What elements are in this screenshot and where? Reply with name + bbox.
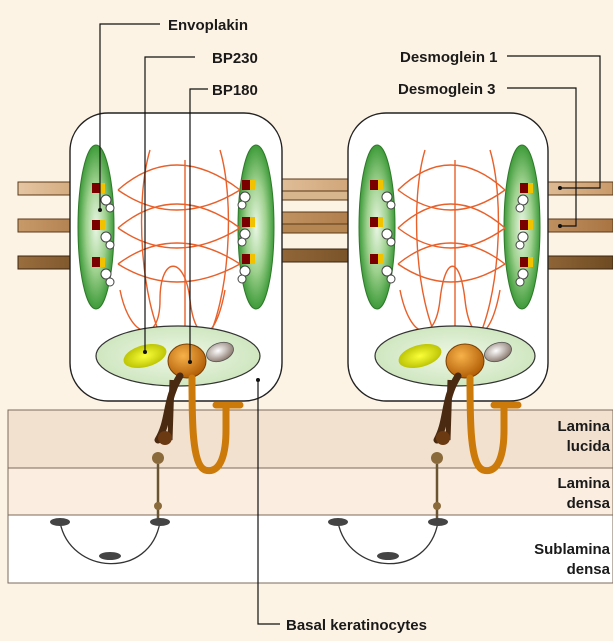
label-bp230: BP230 [212, 50, 258, 67]
label-sublamina-densa-2: densa [567, 561, 611, 578]
lamina-lucida-band [8, 410, 613, 468]
label-lamina-lucida-1: Lamina [557, 418, 610, 435]
bp180-protein [446, 344, 484, 378]
label-sublamina-densa-1: Sublamina [534, 541, 611, 558]
label-desmoglein-3: Desmoglein 3 [398, 81, 496, 98]
sublamina-densa-band [8, 515, 613, 583]
basement-membrane [8, 410, 613, 583]
label-bp180: BP180 [212, 82, 258, 99]
bp180-protein [168, 344, 206, 378]
label-envoplakin: Envoplakin [168, 17, 248, 34]
label-desmoglein-1: Desmoglein 1 [400, 49, 498, 66]
label-basal-keratinocytes: Basal keratinocytes [286, 617, 427, 634]
lamina-densa-band [8, 468, 613, 515]
label-lamina-densa-2: densa [567, 495, 611, 512]
label-lamina-densa-1: Lamina [557, 475, 610, 492]
label-lamina-lucida-2: lucida [567, 438, 611, 455]
